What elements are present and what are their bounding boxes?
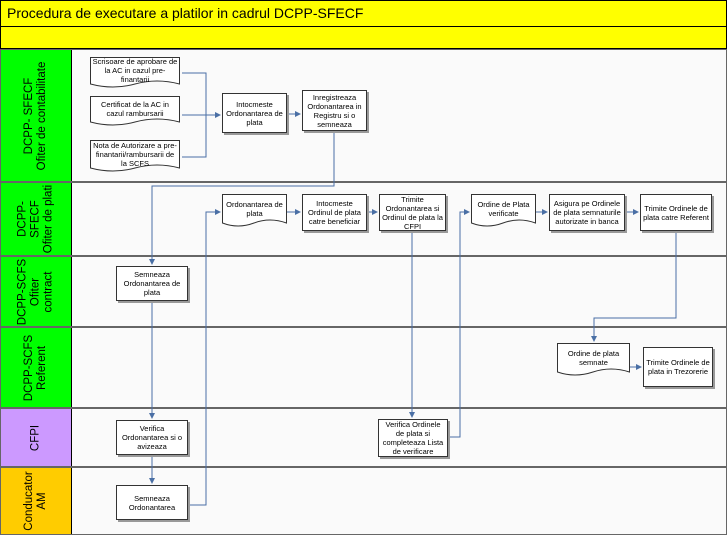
lane-label-line: Conducator bbox=[23, 471, 35, 531]
lane-label-line: DCPP- SFECF bbox=[23, 77, 35, 154]
lane-label-conducator-am: Conducator AM bbox=[1, 468, 72, 534]
lane-label-line: Ofiter de plati bbox=[42, 184, 55, 254]
step-verifica-ordinele: Verifica Ordinele de plata si completeaz… bbox=[378, 419, 448, 457]
lane-label-line: Ofiter de contabilitate bbox=[36, 61, 48, 170]
document-ordine-verificate: Ordine de Plata verificate bbox=[471, 194, 536, 230]
step-inregistreaza-ordonantarea: Inregistreaza Ordonantarea in Registru s… bbox=[302, 90, 367, 131]
step-semneaza-ordonantarea-contract: Semneaza Ordonantarea de plata bbox=[116, 266, 188, 301]
document-ordine-semnate: Ordine de plata semnate bbox=[557, 343, 630, 379]
lane-label-line: contract bbox=[42, 271, 55, 312]
lane-label-ofiter-contabilitate: DCPP- SFECF Ofiter de contabilitate bbox=[1, 50, 72, 181]
lane-label-line: Ofiter bbox=[29, 277, 42, 306]
step-semneaza-ordonantarea-am: Semneaza Ordonantarea bbox=[116, 485, 188, 520]
lane-label-line: AM bbox=[36, 492, 48, 510]
lane-label-line: Referent bbox=[36, 345, 48, 390]
step-intocmeste-ordinul: Intocmeste Ordinul de plata catre benefi… bbox=[302, 194, 367, 231]
lane-label-line: CFPI bbox=[29, 424, 42, 451]
document-label: Nota de Autorizare a pre-finantarii/ramb… bbox=[93, 140, 177, 168]
document-label: Ordine de plata semnate bbox=[567, 348, 620, 367]
lane-label-line: DCPP-SCFS bbox=[16, 258, 29, 325]
lane-label-ofiter-contract: DCPP-SCFS Ofiter contract bbox=[1, 257, 72, 326]
lane-cfpi: CFPI bbox=[0, 408, 727, 467]
lane-label-ofiter-plati: DCPP- SFECF Ofiter de plati bbox=[1, 183, 72, 255]
title-bar: Procedura de executare a platilor in cad… bbox=[0, 0, 727, 27]
document-ordonantarea-plata: Ordonantarea de plata bbox=[222, 194, 287, 230]
lane-label-referent: DCPP-SCFS Referent bbox=[1, 328, 72, 407]
diagram-title: Procedura de executare a platilor in cad… bbox=[7, 5, 364, 21]
document-label: Certificat de la AC in cazul rambursarii bbox=[101, 100, 169, 118]
document-label: Scrisoare de aprobare de la AC in cazul … bbox=[92, 57, 178, 84]
lane-label-line: DCPP-SCFS bbox=[23, 334, 35, 401]
lane-conducator-am: Conducator AM bbox=[0, 467, 727, 535]
step-trimite-catre-referent: Trimite Ordinele de plata catre Referent bbox=[640, 194, 712, 231]
step-trimite-trezorerie: Trimite Ordinele de plata in Trezorerie bbox=[643, 347, 713, 387]
document-scrisoare-aprobare: Scrisoare de aprobare de la AC in cazul … bbox=[90, 57, 180, 90]
step-verifica-avizeaza: Verifica Ordonantarea si o avizeaza bbox=[116, 420, 188, 455]
document-nota-autorizare: Nota de Autorizare a pre-finantarii/ramb… bbox=[90, 140, 180, 174]
step-intocmeste-ordonantarea: Intocmeste Ordonantarea de plata bbox=[222, 93, 287, 133]
lane-ofiter-contract: DCPP-SCFS Ofiter contract bbox=[0, 256, 727, 327]
step-asigura-semnaturi: Asigura pe Ordinele de plata semnaturile… bbox=[549, 194, 625, 231]
lane-label-line: DCPP- bbox=[16, 201, 29, 237]
header-band bbox=[0, 27, 727, 49]
document-label: Ordonantarea de plata bbox=[226, 199, 283, 218]
step-trimite-la-cfpi: Trimite Ordonantarea si Ordinul de plata… bbox=[379, 194, 446, 231]
document-certificat-ac: Certificat de la AC in cazul rambursarii bbox=[90, 96, 180, 128]
document-label: Ordine de Plata verificate bbox=[477, 199, 530, 218]
lane-label-cfpi: CFPI bbox=[1, 409, 72, 466]
lane-label-line: SFECF bbox=[29, 200, 42, 238]
